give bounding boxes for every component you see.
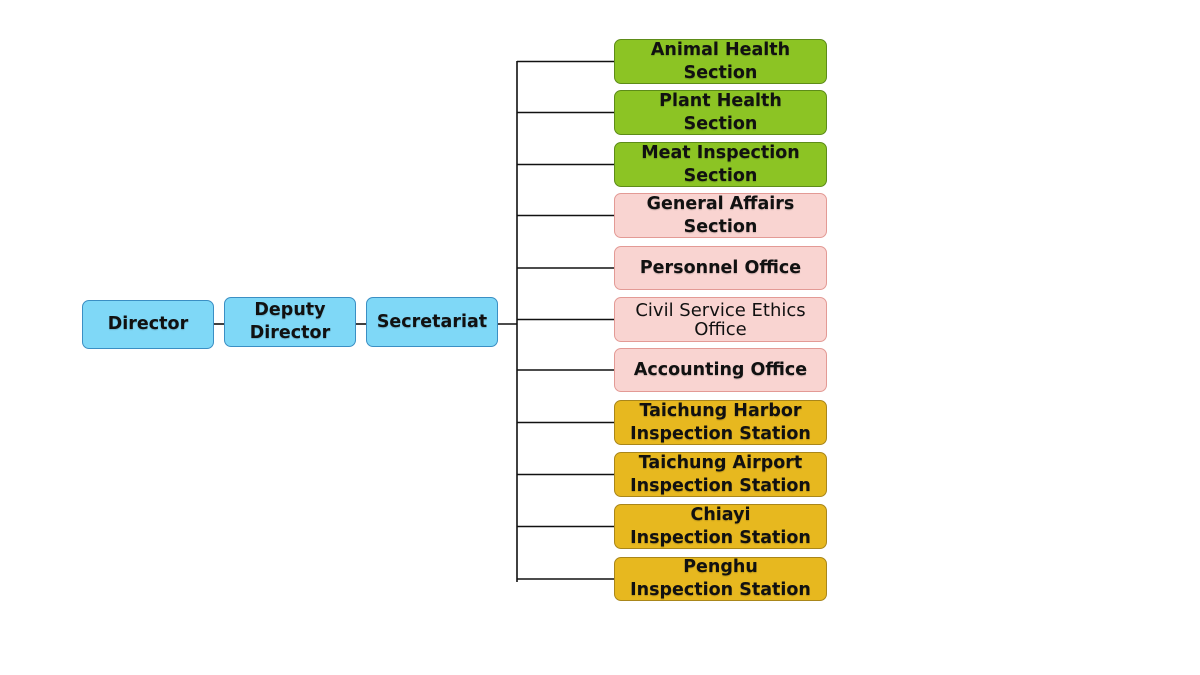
unit-box-2: Plant Health Section [614,90,827,135]
unit-box-9: Taichung Airport Inspection Station [614,452,827,497]
deputy-director-box: Deputy Director [224,297,356,347]
unit-box-7: Accounting Office [614,348,827,392]
unit-box-6: Civil Service Ethics Office [614,297,827,342]
director-box: Director [82,300,214,349]
unit-box-4: General Affairs Section [614,193,827,238]
unit-box-3: Meat Inspection Section [614,142,827,187]
unit-box-1: Animal Health Section [614,39,827,84]
secretariat-box: Secretariat [366,297,498,347]
unit-box-8: Taichung Harbor Inspection Station [614,400,827,445]
unit-box-5: Personnel Office [614,246,827,290]
unit-box-11: Penghu Inspection Station [614,557,827,601]
unit-box-10: Chiayi Inspection Station [614,504,827,549]
